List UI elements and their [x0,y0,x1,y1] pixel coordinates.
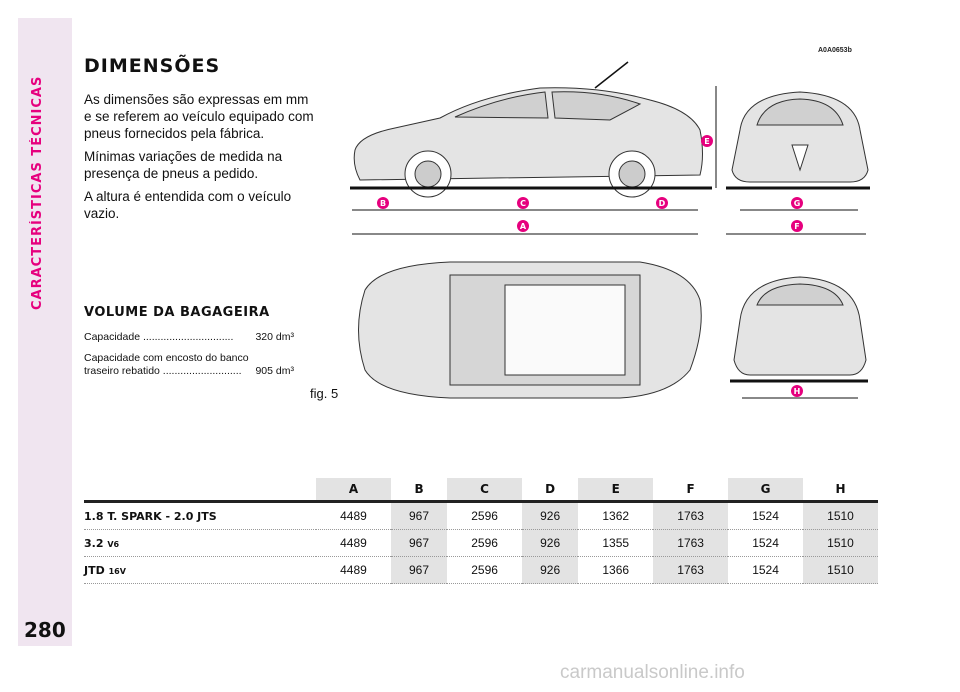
dimension-marker-b [377,197,389,209]
car-front-view [726,91,870,190]
luggage-row-value: 905 dm³ [255,365,294,377]
table-cell: 2596 [447,556,523,584]
model-label: 1.8 T. SPARK - 2.0 JTS [84,509,217,523]
table-header-model [84,478,316,503]
dimension-marker-h [791,385,803,397]
luggage-row-value: 320 dm³ [255,331,294,343]
dimension-marker-d [656,197,668,209]
dimensions-table: A B C D E F G H 1.8 T. SPARK - 2.0 JTS 4… [84,478,878,584]
table-cell: 1366 [578,556,654,584]
table-cell: 926 [522,556,579,584]
figure-code: A0A0653b [818,47,852,54]
table-cell: 2596 [447,529,523,557]
table-cell: 1510 [803,556,878,584]
model-label: JTD [84,563,105,577]
table-header-row: A B C D E F G H [84,478,878,503]
table-cell: 1763 [653,501,729,530]
dimension-marker-f [791,220,803,232]
marker-label-e: E [704,137,709,146]
model-suffix: 16V [108,566,126,576]
luggage-row-capacity: Capacidade .............................… [84,331,294,344]
column-header-b: B [390,478,448,503]
table-cell: 1524 [728,529,804,557]
table-cell: 1510 [803,529,878,557]
table-cell: 926 [522,501,579,530]
table-cell: 4489 [316,501,391,530]
luggage-volume-list: Capacidade .............................… [84,331,294,386]
sidebar: CARACTERÍSTICAS TÉCNICAS 280 [18,18,72,646]
column-header-a: A [316,478,391,503]
column-header-d: D [522,478,579,503]
table-row: 3.2 V6 4489 967 2596 926 1355 1763 1524 … [84,529,878,557]
table-cell: 926 [522,529,579,557]
car-rear-view [730,276,868,383]
table-row: JTD 16V 4489 967 2596 926 1366 1763 1524… [84,556,878,584]
page-number: 280 [24,618,66,642]
model-name: JTD 16V [84,556,316,584]
table-cell: 2596 [447,501,523,530]
model-name: 1.8 T. SPARK - 2.0 JTS [84,501,316,530]
marker-label-h: H [794,387,801,396]
table-cell: 967 [390,501,448,530]
table-cell: 1355 [578,529,654,557]
table-cell: 1524 [728,556,804,584]
column-header-c: C [447,478,523,503]
watermark-text: carmanualsonline.info [560,662,745,683]
car-top-view [358,261,702,399]
table-row: 1.8 T. SPARK - 2.0 JTS 4489 967 2596 926… [84,501,878,530]
model-label: 3.2 [84,536,104,550]
luggage-heading: VOLUME DA BAGAGEIRA [84,305,270,320]
table-cell: 1362 [578,501,654,530]
dimension-marker-a [517,220,529,232]
intro-paragraph-3: A altura é entendida com o veículo vazio… [84,189,292,221]
intro-paragraph-2: Mínimas variações de medida na presença … [84,149,283,181]
dimensions-heading: DIMENSÕES [84,55,221,77]
column-header-h: H [803,478,878,503]
column-header-f: F [653,478,729,503]
table-cell: 967 [390,529,448,557]
marker-label-f: F [794,222,799,231]
car-side-view [350,61,717,198]
model-name: 3.2 V6 [84,529,316,557]
table-cell: 1510 [803,501,878,530]
luggage-row-label: Capacidade .............................… [84,331,234,343]
luggage-row-label: Capacidade com encosto do banco traseiro… [84,352,249,377]
marker-label-b: B [380,199,386,208]
table-cell: 967 [390,556,448,584]
table-cell: 4489 [316,556,391,584]
marker-label-g: G [794,199,801,208]
table-cell: 1763 [653,556,729,584]
dimension-marker-g [791,197,803,209]
column-header-e: E [578,478,654,503]
table-cell: 1524 [728,501,804,530]
column-header-g: G [728,478,804,503]
dimension-marker-c [517,197,529,209]
marker-label-c: C [520,199,526,208]
marker-label-a: A [520,222,527,231]
marker-label-d: D [659,199,666,208]
table-cell: 4489 [316,529,391,557]
dimension-marker-e [701,135,713,147]
dimensions-intro: As dimensões são expressas em mm e se re… [84,91,314,228]
intro-paragraph-1: As dimensões são expressas em mm e se re… [84,92,314,141]
table-cell: 1763 [653,529,729,557]
car-dimension-drawings: A B C D E F G H [350,61,870,399]
dimension-lines [352,209,866,399]
figure-label: fig. 5 [310,386,339,401]
luggage-row-folded: Capacidade com encosto do banco traseiro… [84,352,294,378]
model-suffix: V6 [107,539,120,549]
